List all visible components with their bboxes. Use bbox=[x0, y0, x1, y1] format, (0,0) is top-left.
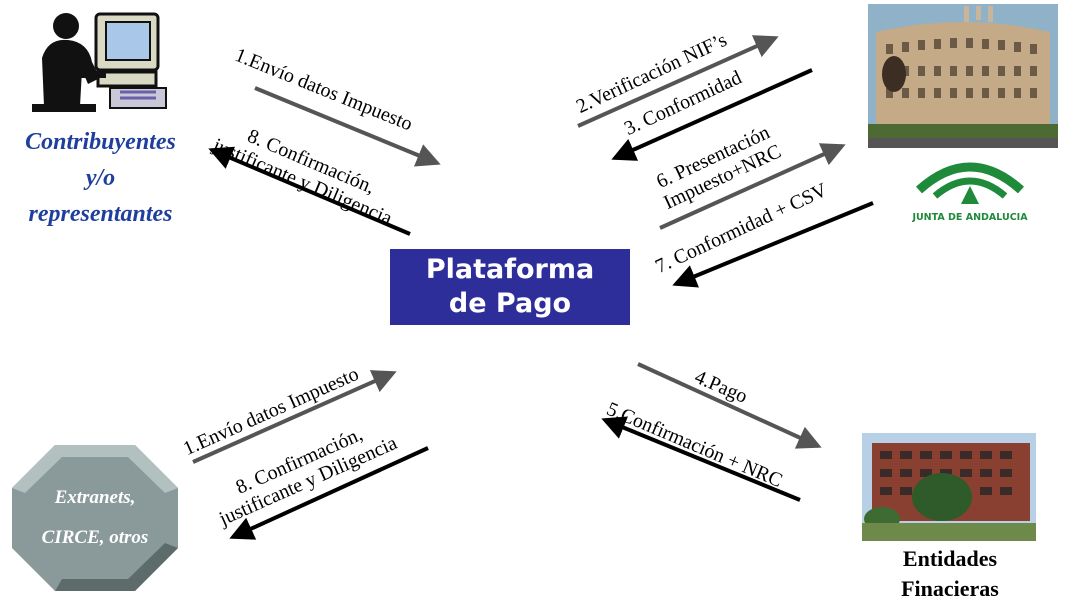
extranets-line1: Extranets, bbox=[54, 487, 136, 508]
arrow-envio-top bbox=[254, 86, 441, 167]
platform-line2: de Pago bbox=[448, 288, 572, 319]
arrow-envio-bottom bbox=[192, 370, 397, 464]
plataforma-de-pago-box: Plataforma de Pago bbox=[390, 249, 630, 325]
arrow-conformidad bbox=[611, 68, 813, 161]
arrow-conformidad-csv bbox=[672, 201, 874, 288]
arrow-pago bbox=[637, 362, 822, 449]
government-building-image bbox=[868, 4, 1058, 148]
extranets-line2: CIRCE, otros bbox=[41, 527, 149, 548]
entidades-line1: Entidades bbox=[902, 546, 998, 571]
computer-user-icon bbox=[32, 12, 167, 112]
contribuyentes-label: Contribuyentes y/o representantes bbox=[8, 124, 193, 232]
arrow-confirmacion-nrc bbox=[601, 416, 801, 502]
junta-logo-text: JUNTA DE ANDALUCIA bbox=[911, 212, 1028, 223]
arrow-presentacion bbox=[659, 143, 846, 230]
arrow-confirmacion-top bbox=[208, 146, 411, 236]
bank-building-image bbox=[862, 433, 1036, 541]
junta-andalucia-logo: JUNTA DE ANDALUCIA bbox=[911, 162, 1028, 223]
octagon-shape bbox=[12, 445, 178, 591]
extranets-label: Extranets, CIRCE, otros bbox=[10, 478, 180, 558]
platform-line1: Plataforma bbox=[425, 254, 595, 285]
entidades-label: Entidades Finacieras bbox=[860, 544, 1040, 604]
contribuyentes-line3: representantes bbox=[28, 201, 173, 227]
contribuyentes-line1: Contribuyentes bbox=[25, 129, 176, 155]
contribuyentes-line2: y/o bbox=[85, 165, 116, 191]
arrow-verificacion bbox=[577, 35, 779, 128]
arrow-confirmacion-bottom bbox=[229, 446, 429, 540]
entidades-line2: Finacieras bbox=[901, 576, 999, 601]
